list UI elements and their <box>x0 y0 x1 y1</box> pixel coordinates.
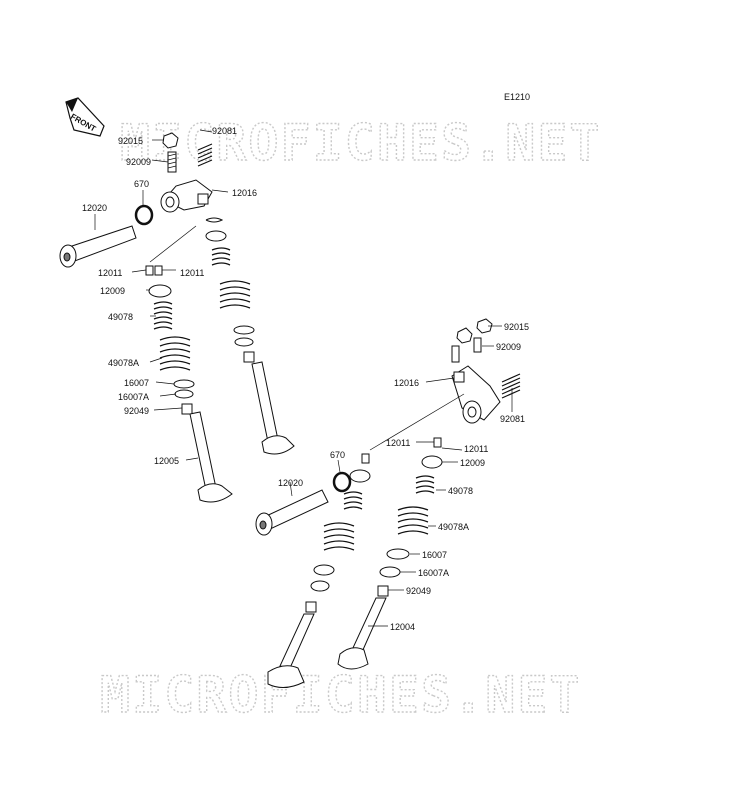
label-12004: 12004 <box>390 622 415 632</box>
o-ring-icon <box>332 471 352 493</box>
label-92081: 92081 <box>212 126 237 136</box>
label-12011-left: 12011 <box>386 438 410 448</box>
label-12016: 12016 <box>394 378 419 388</box>
intake-valve-icon <box>267 613 315 688</box>
label-92081: 92081 <box>500 414 525 424</box>
intake-valve-icon <box>337 597 387 670</box>
adjuster-screw-icon <box>167 151 177 173</box>
left-second-valve-icon <box>205 217 295 455</box>
spring-seat-icon <box>386 548 410 560</box>
keeper-icon <box>433 437 442 448</box>
label-12011-right: 12011 <box>464 444 488 454</box>
label-16007A: 16007A <box>118 392 149 402</box>
retainer-icon <box>148 284 172 298</box>
label-92015: 92015 <box>118 136 143 146</box>
label-49078: 49078 <box>108 312 133 322</box>
keeper-icon <box>361 453 370 464</box>
label-92049: 92049 <box>124 406 149 416</box>
diagram-code: E1210 <box>504 92 530 102</box>
inner-spring-icon <box>415 475 435 494</box>
left-valve-assembly: 92015 92081 92009 670 12016 12020 12011 … <box>59 126 295 503</box>
nut-icon <box>162 132 179 149</box>
nut-icon <box>456 327 473 344</box>
label-92009: 92009 <box>126 157 151 167</box>
spring-seat-icon <box>379 566 401 578</box>
label-49078A: 49078A <box>438 522 469 532</box>
rocker-spring-icon <box>501 373 521 399</box>
label-16007A: 16007A <box>418 568 449 578</box>
retainer-icon <box>349 469 371 483</box>
outer-spring-icon <box>323 522 355 551</box>
rocker-shaft-icon <box>255 489 329 536</box>
front-arrow-icon: FRONT <box>65 97 105 137</box>
inner-spring-icon <box>153 301 173 330</box>
spring-seat-icon <box>173 379 195 389</box>
label-12009: 12009 <box>460 458 485 468</box>
label-12016: 12016 <box>232 188 257 198</box>
label-16007: 16007 <box>124 378 149 388</box>
outer-spring-icon <box>159 336 191 371</box>
label-12020: 12020 <box>278 478 303 488</box>
spring-seat-icon <box>313 564 335 576</box>
label-12011-right: 12011 <box>180 268 204 278</box>
exhaust-valve-icon <box>189 411 233 503</box>
right-valve-assembly: 92015 92009 12016 92081 12011 12011 1200… <box>255 318 529 688</box>
rocker-arm-icon <box>451 365 501 424</box>
label-12020: 12020 <box>82 203 107 213</box>
label-12011-left: 12011 <box>98 268 122 278</box>
adjuster-screw-icon <box>451 345 460 363</box>
inner-spring-icon <box>343 491 363 510</box>
spring-seat-icon <box>174 389 194 399</box>
label-670: 670 <box>330 450 345 460</box>
label-92009: 92009 <box>496 342 521 352</box>
label-670: 670 <box>134 179 149 189</box>
outer-spring-icon <box>397 506 429 535</box>
label-16007: 16007 <box>422 550 447 560</box>
retainer-icon <box>421 455 443 469</box>
keeper-icon <box>145 265 154 276</box>
watermark-top: MICROFICHES.NET <box>120 114 602 172</box>
watermark-bottom: MICROFICHES.NET <box>100 666 582 724</box>
label-92015: 92015 <box>504 322 529 332</box>
label-49078A: 49078A <box>108 358 139 368</box>
o-ring-icon <box>134 204 154 226</box>
adjuster-screw-icon <box>473 337 482 353</box>
rocker-arm-icon <box>160 179 213 213</box>
keeper-icon <box>154 265 163 276</box>
spring-seat-icon <box>310 580 330 592</box>
label-49078: 49078 <box>448 486 473 496</box>
valve-seal-icon <box>181 403 193 415</box>
label-92049: 92049 <box>406 586 431 596</box>
valve-seal-icon <box>377 585 389 597</box>
rocker-spring-icon <box>197 143 213 167</box>
label-12009: 12009 <box>100 286 125 296</box>
valve-seal-icon <box>305 601 317 613</box>
label-12005: 12005 <box>154 456 179 466</box>
rocker-shaft-icon <box>59 225 137 268</box>
nut-icon <box>476 318 493 334</box>
